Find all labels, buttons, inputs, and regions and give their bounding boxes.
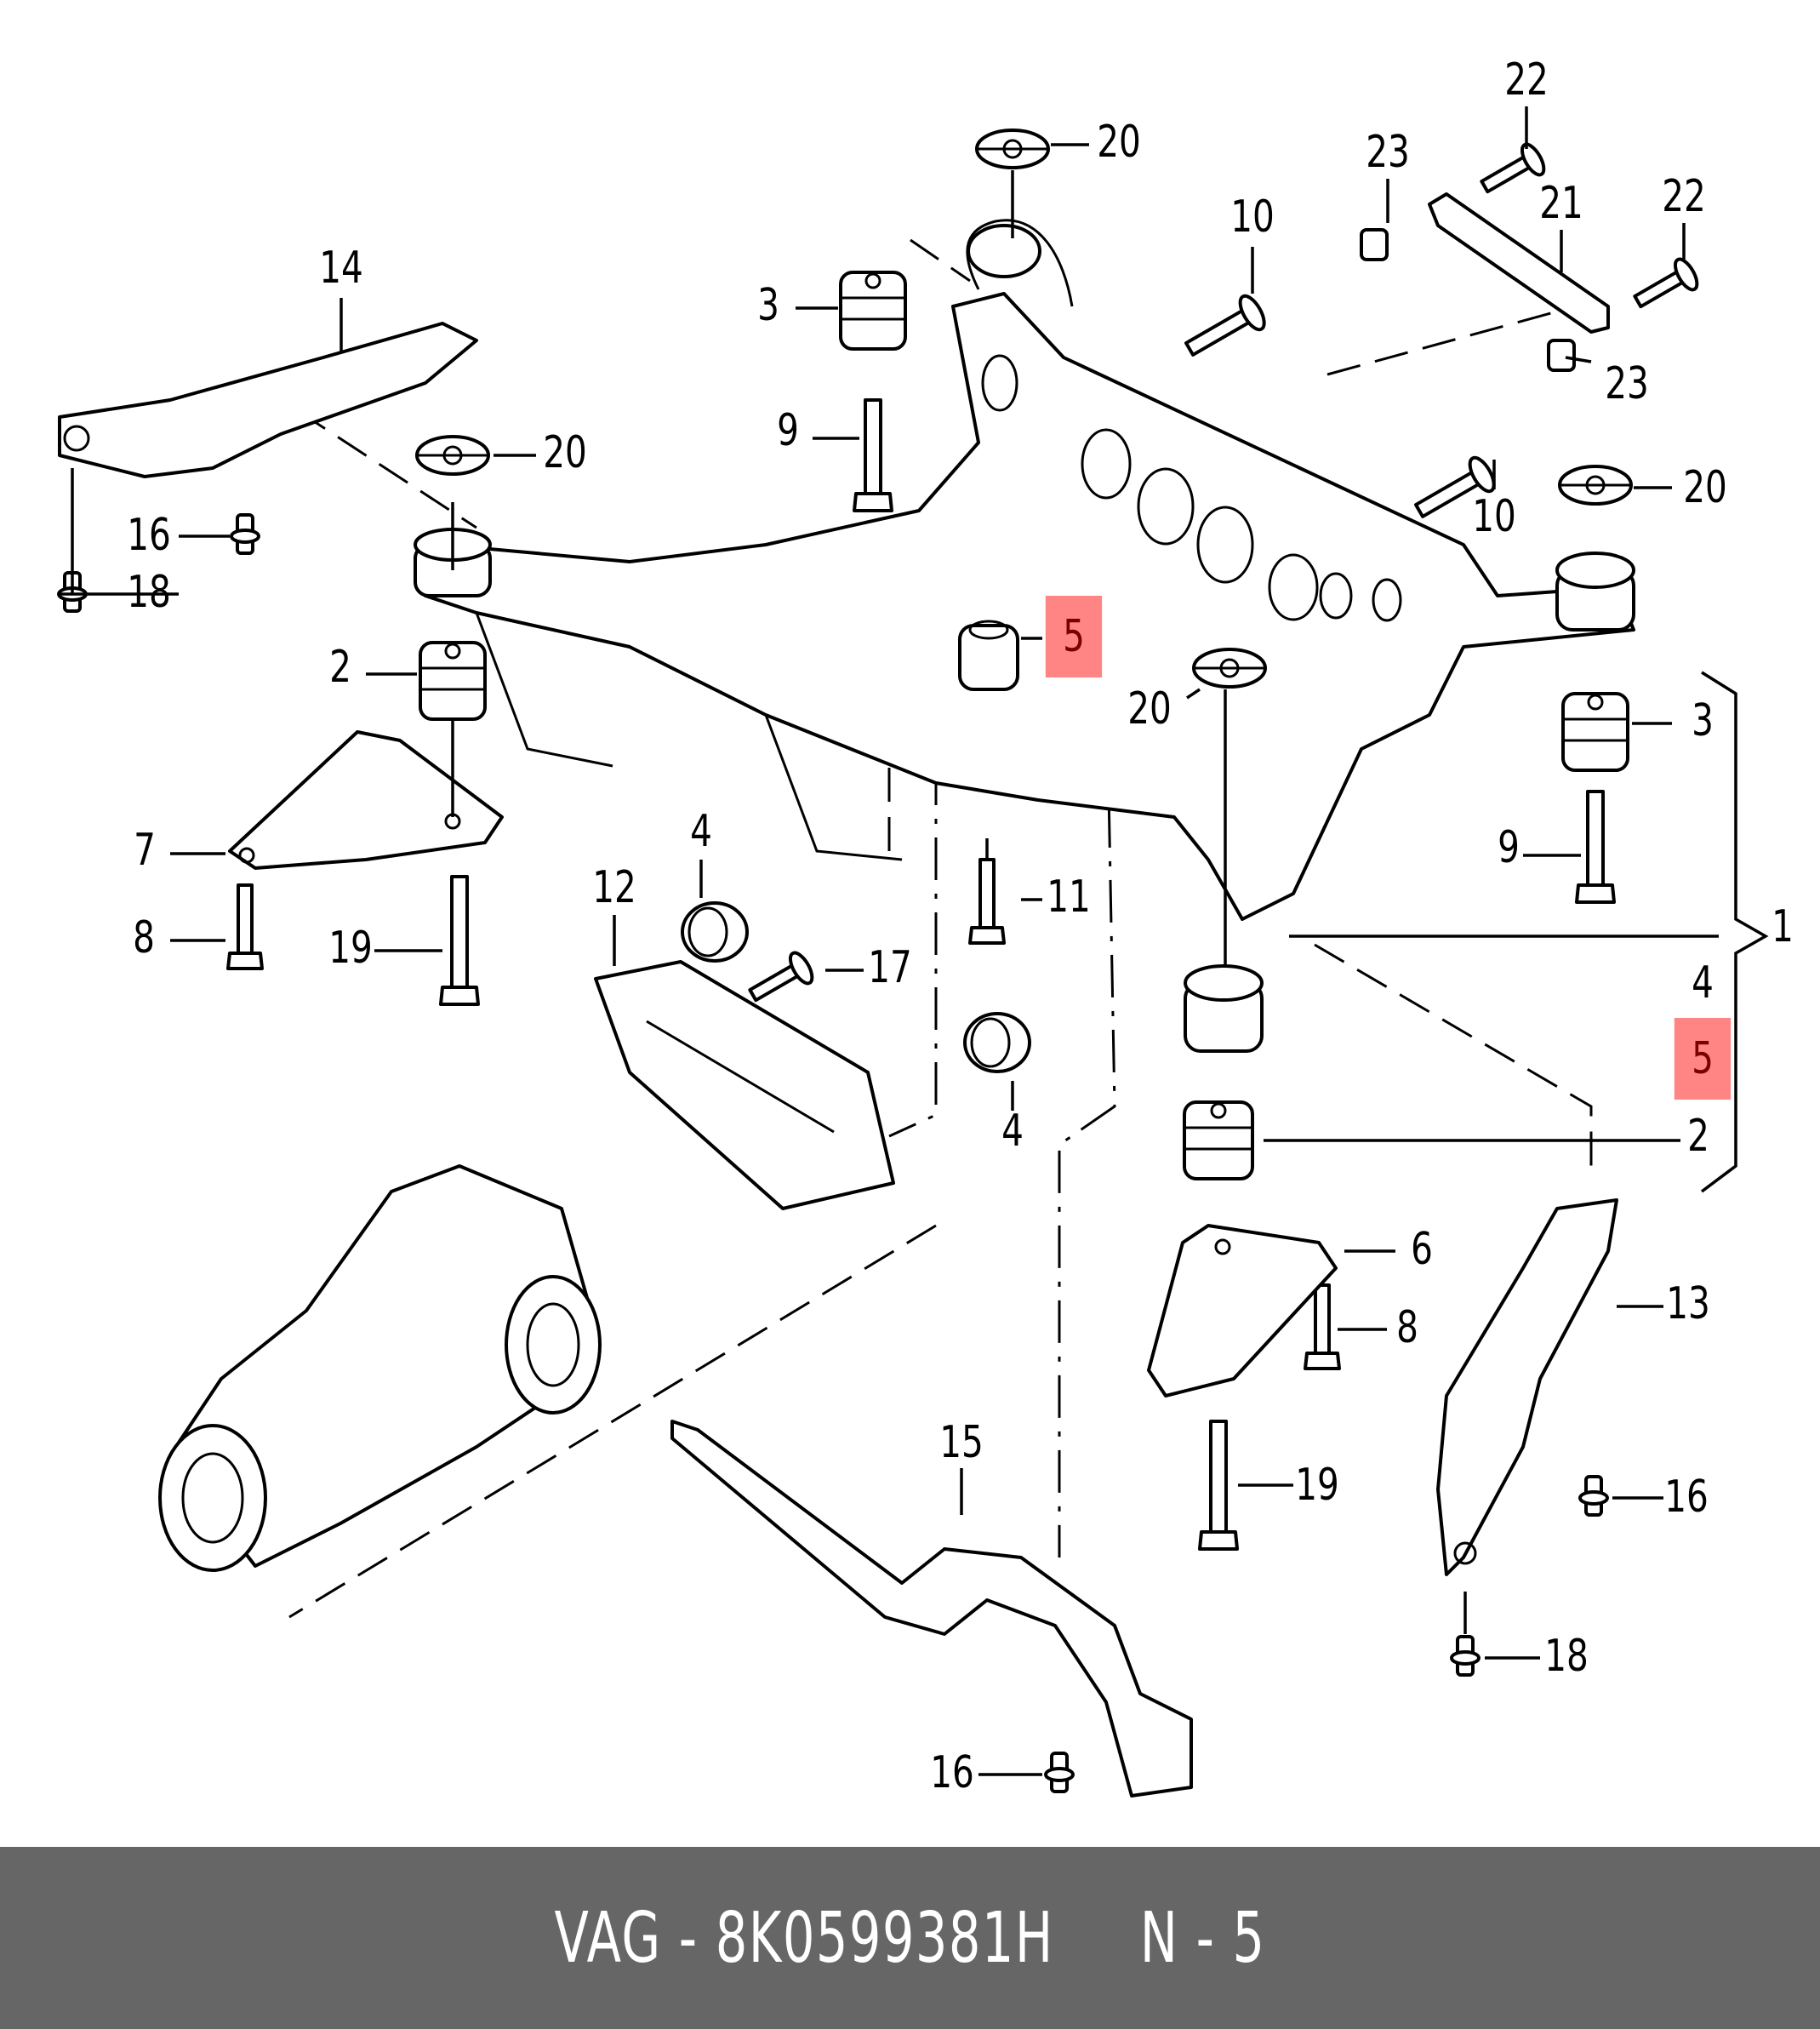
callout-19: 19 [328, 923, 373, 974]
link-arm [1360, 192, 1610, 372]
crossmember [670, 1420, 1193, 1798]
callout-9: 9 [1498, 822, 1520, 873]
callout-19: 19 [1295, 1460, 1339, 1511]
rubber-mounts [415, 129, 1633, 689]
callout-4: 4 [690, 806, 712, 857]
callout-3: 3 [757, 280, 779, 331]
callout-13: 13 [1666, 1278, 1710, 1329]
brackets [228, 730, 1338, 1397]
callout-20: 20 [1683, 462, 1727, 513]
callout-22: 22 [1662, 171, 1706, 222]
right-mount-sleeve [1555, 552, 1635, 632]
differential-carrier [594, 960, 895, 1210]
callout-5-highlighted: 5 [1045, 596, 1103, 677]
callout-2: 2 [329, 642, 351, 693]
callout-20: 20 [543, 427, 587, 478]
callout-23: 23 [1366, 127, 1410, 178]
callout-16: 16 [127, 510, 171, 561]
clips [57, 513, 1609, 1793]
rear-subframe [424, 219, 1635, 921]
callout-20: 20 [1127, 683, 1172, 734]
leader-lines [60, 106, 1769, 1776]
callout-4: 4 [1001, 1106, 1024, 1157]
callout-10: 10 [1472, 491, 1516, 542]
callout-5-highlighted: 5 [1674, 1018, 1732, 1100]
callout-7: 7 [134, 825, 156, 876]
callout-20: 20 [1097, 117, 1141, 168]
callout-9: 9 [777, 405, 799, 456]
callout-15: 15 [939, 1417, 984, 1468]
callout-6: 6 [1411, 1224, 1433, 1275]
side-brackets [58, 322, 1618, 1576]
callout-18: 18 [1544, 1631, 1589, 1682]
parts-diagram [57, 106, 1769, 1798]
callout-8: 8 [133, 912, 155, 963]
callout-23: 23 [1605, 358, 1649, 409]
callout-2: 2 [1687, 1111, 1709, 1162]
callout-10: 10 [1230, 191, 1275, 243]
callout-16: 16 [930, 1747, 974, 1798]
assembly-guide-lines [254, 238, 1593, 1619]
callout-8: 8 [1396, 1302, 1418, 1353]
callout-16: 16 [1664, 1472, 1709, 1523]
callout-18: 18 [127, 567, 171, 618]
callout-14: 14 [319, 243, 363, 294]
callout-1: 1 [1772, 901, 1794, 952]
bolts [226, 142, 1699, 1551]
callout-17: 17 [868, 942, 912, 993]
callout-11: 11 [1047, 872, 1091, 923]
callout-4: 4 [1692, 957, 1714, 1009]
lower-mount-sleeve [1184, 964, 1264, 1053]
differential [158, 1164, 602, 1572]
callout-21: 21 [1539, 178, 1583, 229]
callout-22: 22 [1504, 54, 1549, 106]
part-number-label: VAG - 8K0599381H N - 5 [554, 1897, 1266, 1979]
callout-3: 3 [1692, 695, 1714, 746]
callout-12: 12 [592, 862, 636, 913]
part-number-footer: VAG - 8K0599381H N - 5 [0, 1847, 1820, 2029]
bushings [419, 271, 1629, 1180]
